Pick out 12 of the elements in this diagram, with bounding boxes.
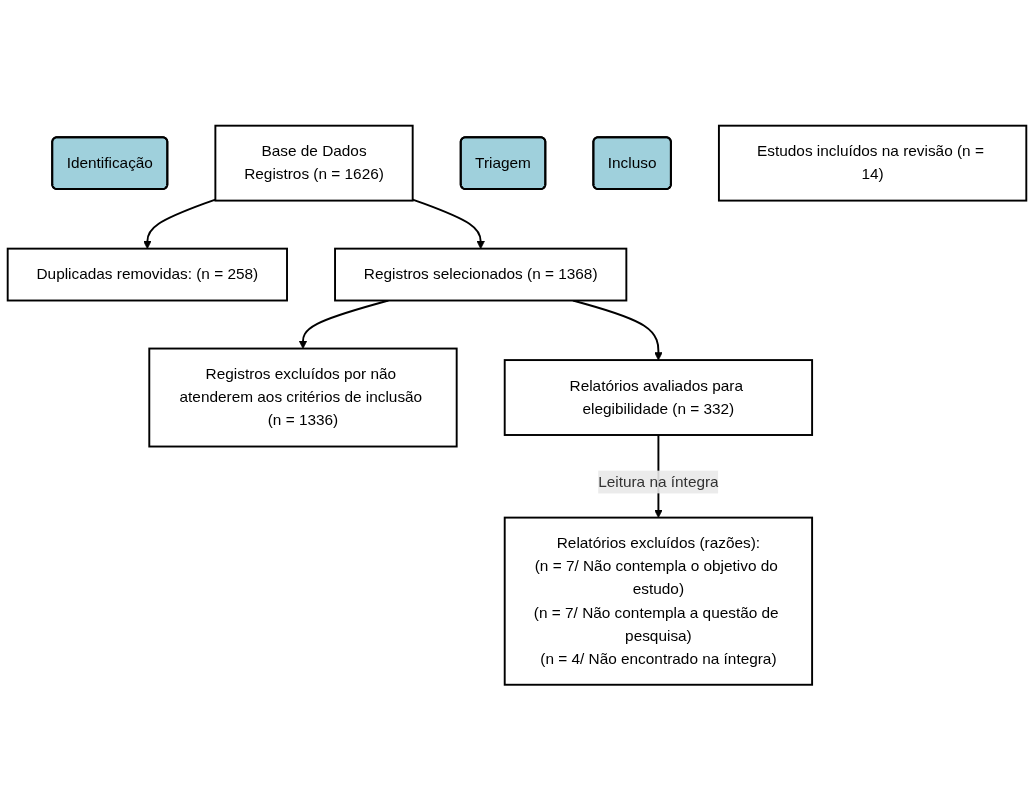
- node-box: Registros selecionados (n = 1368): [334, 247, 628, 302]
- node-box: Base de Dados Registros (n = 1626): [214, 124, 414, 202]
- node-box: Duplicadas removidas: (n = 258): [6, 247, 288, 302]
- edge-label: Leitura na íntegra: [598, 473, 719, 490]
- arrow: [411, 198, 485, 249]
- arrow: [298, 299, 390, 349]
- arrow: [572, 299, 663, 361]
- node-box: Registros excluídos por não atenderem aos critérios de inclusão (n = 1336): [148, 347, 458, 448]
- node-box: Relatórios excluídos (razões): (n = 7/ Não contempla o objetivo do estudo) (n = 7/ Não contempla a questão de pesquisa) (n = 4/ Não encontrado na íntegra): [503, 516, 814, 686]
- arrow: [143, 198, 217, 249]
- node-box: Relatórios avaliados para elegibilidade (n = 332): [503, 358, 814, 436]
- node-box: Estudos incluídos na revisão (n = 14): [717, 124, 1028, 202]
